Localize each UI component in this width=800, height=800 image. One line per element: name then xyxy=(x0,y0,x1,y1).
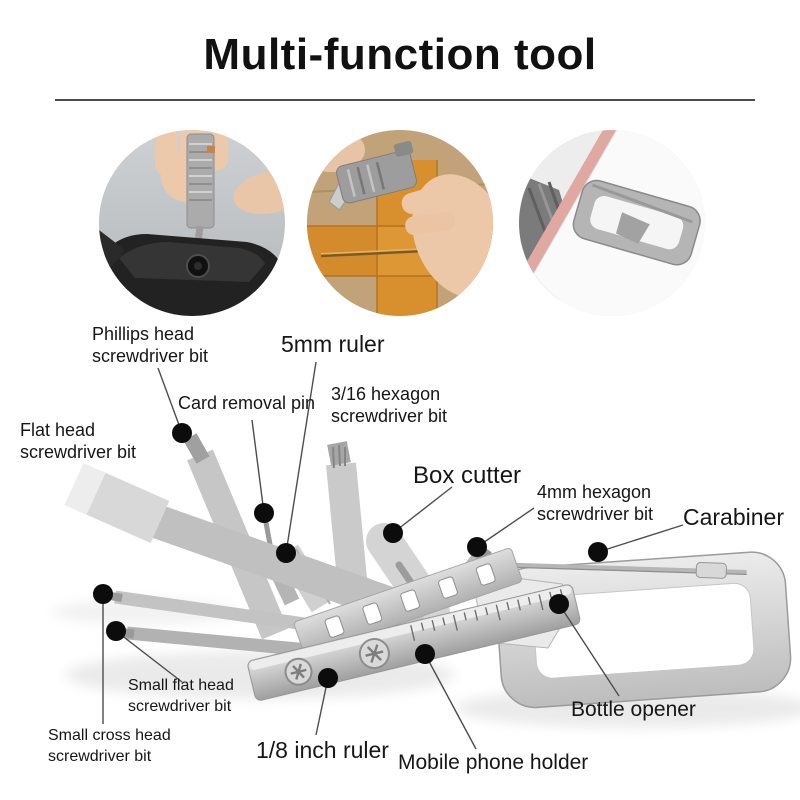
callout-line-hexagon-4mm xyxy=(476,507,535,548)
bit-hex-4mm xyxy=(444,554,487,602)
callout-dot-phillips-head xyxy=(172,423,192,443)
torx-screw xyxy=(358,638,390,670)
carabiner-on-phone xyxy=(572,179,701,266)
label-card-removal-pin: Card removal pin xyxy=(178,393,316,413)
callout-dot-ruler-1-8-inch xyxy=(318,668,338,688)
label-phillips-head: Phillips head screwdriver bit xyxy=(92,324,209,366)
photo-box-cutter-demo xyxy=(307,130,493,316)
label-flat-head: Flat head screwdriver bit xyxy=(20,420,137,462)
label-ruler-1-8-inch: 1/8 inch ruler xyxy=(256,737,389,763)
page-title: Multi-function tool xyxy=(203,30,597,79)
label-carabiner: Carabiner xyxy=(683,504,784,530)
photo-phone-stand-demo xyxy=(519,130,705,316)
bit-phillips xyxy=(187,449,288,640)
label-small-flat-head: Small flat head screwdriver bit xyxy=(128,677,234,715)
carabiner-shape xyxy=(495,551,792,709)
callout-dot-box-cutter xyxy=(383,523,403,543)
callout-dot-carabiner xyxy=(588,542,608,562)
bit-card-removal-pin xyxy=(261,511,277,567)
label-ruler-5mm: 5mm ruler xyxy=(281,331,385,357)
label-hexagon-4mm: 4mm hexagon screwdriver bit xyxy=(537,482,654,524)
bit-small-flat-head xyxy=(126,626,309,657)
bit-box-cutter xyxy=(366,523,450,630)
callout-dots xyxy=(93,423,608,688)
callout-dot-small-cross-head xyxy=(93,584,113,604)
torx-screw xyxy=(284,657,313,686)
callout-dot-bottle-opener xyxy=(549,594,569,614)
callout-line-mobile-phone-holder xyxy=(424,653,477,750)
black-device xyxy=(99,230,285,316)
title-divider xyxy=(55,99,755,101)
label-mobile-phone-holder: Mobile phone holder xyxy=(398,751,589,774)
bit-flat-head xyxy=(150,504,430,633)
callout-dot-card-removal-pin xyxy=(254,503,274,523)
photo-screwdriver-demo xyxy=(99,130,285,316)
phone-stand-tab xyxy=(469,571,575,649)
callout-line-box-cutter xyxy=(392,486,453,534)
tool-base-bar xyxy=(247,584,581,701)
carabiner-gate-wire xyxy=(507,562,747,575)
callout-dot-hexagon-4mm xyxy=(467,537,487,557)
bit-hex-3-16 xyxy=(326,462,369,602)
phone-stand-demo-illustration xyxy=(519,130,705,316)
label-box-cutter: Box cutter xyxy=(413,462,522,489)
callout-dot-ruler-5mm xyxy=(276,543,296,563)
callout-line-small-flat-head xyxy=(115,630,183,683)
bit-small-cross-head xyxy=(114,590,306,631)
callout-line-ruler-5mm xyxy=(285,361,317,554)
slotted-edge-section xyxy=(293,547,522,656)
callout-line-bottle-opener xyxy=(558,603,620,697)
bit-5mm-ruler xyxy=(277,544,333,613)
box-cutter-tool xyxy=(328,141,417,211)
screwdriver-demo-illustration xyxy=(99,130,285,316)
callout-line-ruler-1-8-inch xyxy=(315,677,329,736)
box-cutter-demo-illustration xyxy=(307,130,493,316)
label-bottle-opener: Bottle opener xyxy=(571,698,696,721)
label-small-cross-head: Small cross head screwdriver bit xyxy=(48,727,171,765)
callout-line-carabiner xyxy=(597,524,684,553)
callout-line-card-removal-pin xyxy=(251,419,265,514)
callout-dot-small-flat-head xyxy=(106,621,126,641)
label-hexagon-3-16: 3/16 hexagon screwdriver bit xyxy=(331,384,448,426)
callout-dot-mobile-phone-holder xyxy=(415,644,435,664)
